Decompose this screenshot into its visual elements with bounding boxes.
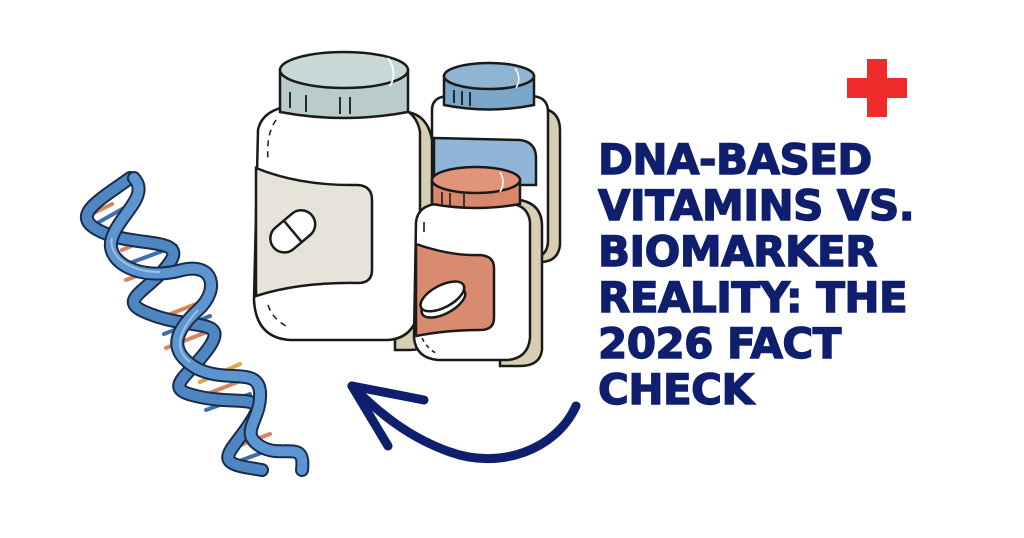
headline-line-5: 2026 FACT [597, 319, 842, 368]
capsule-pill-icon [269, 209, 317, 254]
headline-line-4: REALITY: THE [597, 273, 908, 322]
red-cross-horizontal-bar [847, 78, 907, 98]
tablet-pill-icon [419, 280, 467, 319]
headline: DNA-BASED VITAMINS VS. BIOMARKER REALITY… [597, 135, 915, 414]
headline-line-6: CHECK [597, 365, 754, 414]
curved-arrow-icon [347, 381, 581, 464]
headline-line-3: BIOMARKER [597, 227, 878, 276]
headline-line-2: VITAMINS VS. [597, 181, 915, 230]
red-cross-icon [847, 59, 907, 117]
small-jar [412, 165, 544, 368]
large-jar [252, 50, 434, 352]
headline-line-1: DNA-BASED [597, 135, 873, 184]
dna-helix-icon [79, 171, 310, 477]
